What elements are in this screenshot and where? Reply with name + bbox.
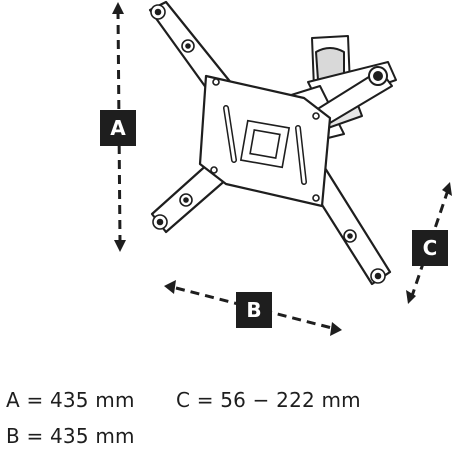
arrow-c-top-icon	[442, 182, 452, 196]
arrow-a-bottom-icon	[114, 240, 126, 252]
label-a: A	[100, 110, 136, 146]
dimension-a-line	[116, 9, 122, 243]
label-a-text: A	[110, 116, 126, 140]
arrow-heads	[112, 2, 452, 336]
arrow-a-top-icon	[112, 2, 124, 14]
label-b-text: B	[246, 298, 261, 322]
label-b: B	[236, 292, 272, 328]
spec-b: B = 435 mm	[6, 424, 135, 448]
label-c-text: C	[423, 236, 438, 260]
center-cutout	[239, 119, 291, 169]
dimension-c-line	[410, 189, 450, 297]
spec-c: C = 56 − 222 mm	[176, 388, 361, 412]
arrow-b-right-icon	[330, 322, 342, 336]
label-c: C	[412, 230, 448, 266]
plate-details	[223, 105, 307, 185]
mounting-holes	[150, 4, 386, 284]
arrow-c-bottom-icon	[406, 290, 416, 304]
spec-a: A = 435 mm	[6, 388, 135, 412]
arrow-b-left-icon	[164, 280, 176, 294]
